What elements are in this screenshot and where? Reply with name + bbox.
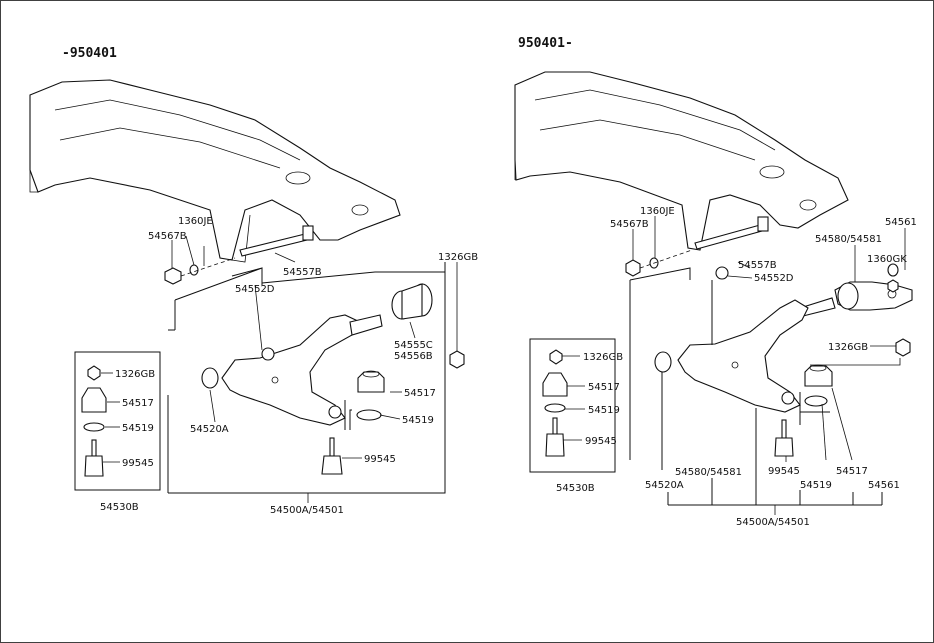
right-label-54552d: 54552D <box>754 273 794 284</box>
left-nut-1326gb <box>449 350 465 369</box>
left-label-54556b: 54556B <box>394 351 433 362</box>
left-label-1360je: 1360JE <box>178 216 213 227</box>
right-title: 950401- <box>518 36 573 51</box>
left-balljoint-99545 <box>321 437 343 475</box>
right-label-54567b: 54567B <box>610 219 649 230</box>
left-label-54519-box: 54519 <box>122 423 154 434</box>
right-label-54580-b: 54580/54581 <box>675 467 742 478</box>
right-bushing-54520a <box>654 351 672 373</box>
left-label-54530b: 54530B <box>100 502 139 513</box>
right-nut-54561 <box>887 279 899 293</box>
right-label-1326gb-box: 1326GB <box>583 352 623 363</box>
left-label-54555c: 54555C <box>394 340 433 351</box>
left-subframe <box>29 79 401 263</box>
right-subframe <box>514 71 849 251</box>
right-balljoint-99545 <box>774 419 794 457</box>
right-label-54561-top: 54561 <box>885 217 917 228</box>
left-label-1326gb-top: 1326GB <box>438 252 478 263</box>
left-label-54567b: 54567B <box>148 231 187 242</box>
left-kit-box-54530b <box>74 351 161 491</box>
right-boot-54517 <box>804 364 833 387</box>
right-washer-1360gk <box>887 263 899 277</box>
left-label-54517-box: 54517 <box>122 398 154 409</box>
left-label-54520a: 54520A <box>190 424 229 435</box>
left-diagram: -950401 <box>29 46 478 516</box>
right-kit-box-54530b <box>529 338 616 473</box>
left-label-54500a: 54500A/54501 <box>270 505 344 516</box>
left-label-99545-box: 99545 <box>122 458 154 469</box>
right-bolt-54557b <box>694 216 769 250</box>
right-label-54580: 54580/54581 <box>815 234 882 245</box>
right-diagram: 950401- <box>514 36 917 528</box>
right-nut-54567b <box>625 259 641 277</box>
left-washer-54552d <box>261 347 275 361</box>
right-label-1360gk: 1360GK <box>867 254 907 265</box>
right-washer-54552d <box>715 266 729 280</box>
right-label-1326gb: 1326GB <box>828 342 868 353</box>
left-boot-54517 <box>357 370 385 393</box>
left-label-54517: 54517 <box>404 388 436 399</box>
right-label-54500a: 54500A/54501 <box>736 517 810 528</box>
left-label-54552d: 54552D <box>235 284 275 295</box>
right-ring-54519 <box>804 395 828 407</box>
left-label-1326gb-box: 1326GB <box>115 369 155 380</box>
right-label-54517-box: 54517 <box>588 382 620 393</box>
left-control-arm <box>221 314 383 426</box>
right-label-54519-box: 54519 <box>588 405 620 416</box>
right-label-54530b: 54530B <box>556 483 595 494</box>
left-ring-54519 <box>356 409 382 421</box>
right-control-arm <box>677 299 809 413</box>
right-label-54519: 54519 <box>800 480 832 491</box>
left-bushing-54520a <box>201 367 219 389</box>
left-bushing-54555c <box>391 283 433 320</box>
left-label-54519: 54519 <box>402 415 434 426</box>
left-washer-1360je <box>189 264 199 276</box>
right-label-54561: 54561 <box>868 480 900 491</box>
left-bolt-54557b <box>239 225 314 257</box>
right-label-54517: 54517 <box>836 466 868 477</box>
right-label-99545: 99545 <box>768 466 800 477</box>
left-label-54557b: 54557B <box>283 267 322 278</box>
left-nut-54567b <box>164 267 182 285</box>
left-label-99545: 99545 <box>364 454 396 465</box>
right-label-54557b: 54557B <box>738 260 777 271</box>
left-title: -950401 <box>62 46 117 61</box>
right-nut-1326gb <box>895 338 911 357</box>
right-label-54520a: 54520A <box>645 480 684 491</box>
right-label-99545-box: 99545 <box>585 436 617 447</box>
right-label-1360je: 1360JE <box>640 206 675 217</box>
